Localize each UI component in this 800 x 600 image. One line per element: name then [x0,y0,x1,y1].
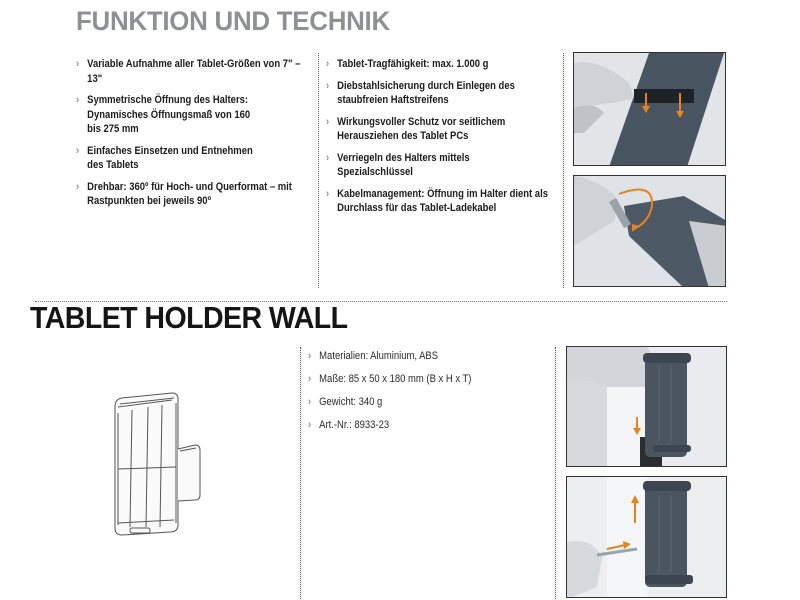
chevron-right-icon: › [76,58,80,70]
chevron-right-icon: › [308,419,312,431]
chevron-right-icon: › [76,180,80,193]
list-item: ›Maße: 85 x 50 x 180 mm (B x H x T) [308,373,472,385]
column-divider [300,347,301,599]
column-divider [318,53,319,288]
list-item: ›Gewicht: 340 g [308,396,383,408]
chevron-right-icon: › [326,187,330,200]
list-item: ›Verriegeln des Halters mittels Spezials… [326,151,470,179]
column-divider [555,347,556,599]
feature-list-right: ›Tablet-Tragfähigkeit: max. 1.000 g ›Die… [326,57,606,223]
chevron-right-icon: › [326,79,330,92]
section-title-product: TABLET HOLDER WALL [30,300,348,335]
section-title-funktion: FUNKTION UND TECHNIK [76,6,390,36]
chevron-right-icon: › [308,350,312,362]
chevron-right-icon: › [326,151,330,164]
chevron-right-icon: › [76,144,80,157]
photo-wall-release [566,476,727,598]
chevron-right-icon: › [308,396,312,408]
list-item: ›Symmetrische Öffnung des Halters: Dynam… [76,94,251,135]
photo-adhesive-strip [573,52,726,166]
list-item: ›Wirkungsvoller Schutz vor seitlichem He… [326,115,506,143]
list-item: ›Tablet-Tragfähigkeit: max. 1.000 g [326,58,489,70]
list-item: ›Kabelmanagement: Öffnung im Halter dien… [326,187,548,215]
spec-list: ›Materialien: Aluminium, ABS ›Maße: 85 x… [308,349,588,441]
feature-list-left: ›Variable Aufnahme aller Tablet-Größen v… [76,57,356,216]
chevron-right-icon: › [326,58,330,70]
chevron-right-icon: › [308,373,312,385]
list-item: ›Drehbar: 360º für Hoch- und Querformat … [76,180,292,208]
section-divider [35,301,727,302]
photo-wall-mount [566,346,727,467]
list-item: ›Diebstahlsicherung durch Einlegen des s… [326,79,515,107]
product-drawing [110,385,220,540]
list-item: ›Art.-Nr.: 8933-23 [308,419,390,431]
photo-key-lock [573,175,726,287]
list-item: ›Materialien: Aluminium, ABS [308,350,439,362]
chevron-right-icon: › [326,115,330,128]
list-item: ›Einfaches Einsetzen und Entnehmen des T… [76,144,253,172]
list-item: ›Variable Aufnahme aller Tablet-Größen v… [76,58,301,85]
chevron-right-icon: › [76,94,80,106]
column-divider [563,53,564,288]
